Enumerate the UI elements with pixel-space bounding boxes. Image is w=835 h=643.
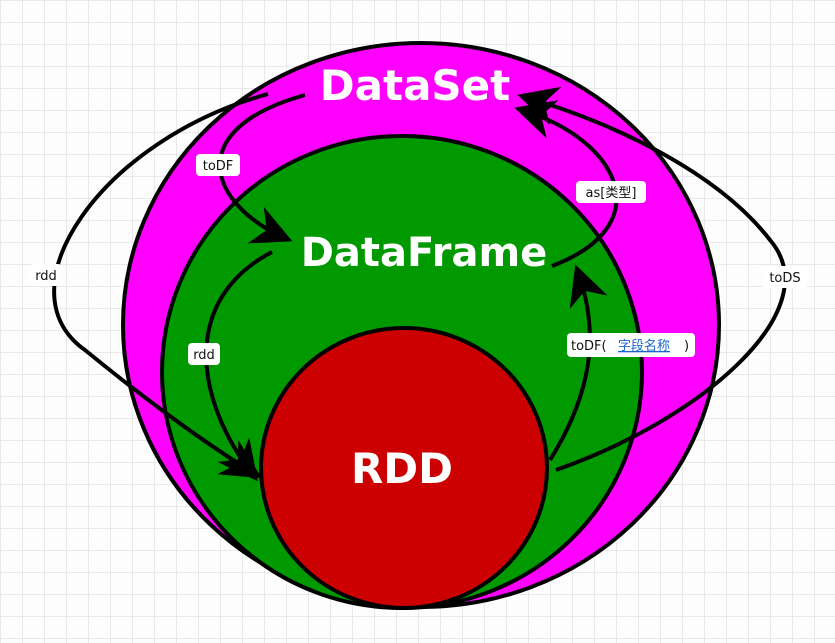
edge-label-rdd-to-dataframe-prefix: toDF( — [571, 339, 607, 354]
edge-rdd-to-dataset — [517, 86, 787, 472]
edge-label-rdd-to-dataframe-link[interactable]: 字段名称 — [618, 338, 670, 354]
dataset-title: DataSet — [320, 61, 510, 110]
edge-dataset-to-rdd — [52, 92, 269, 479]
edge-label-rdd-to-dataframe: toDF( 字段名称 ) — [567, 333, 695, 357]
rdd-title: RDD — [351, 444, 453, 493]
edge-label-dataframe-to-dataset: as[类型] — [576, 181, 646, 203]
edge-label-rdd-to-dataset-text: toDS — [769, 271, 800, 286]
dataframe-title: DataFrame — [301, 230, 548, 276]
edge-label-rdd-to-dataset: toDS — [762, 266, 808, 288]
edge-label-dataset-to-dataframe-text: toDF — [203, 159, 234, 174]
edge-label-dataframe-to-dataset-text: as[类型] — [586, 186, 637, 201]
edge-label-rdd-to-dataframe-suffix: ) — [684, 339, 689, 354]
edge-label-dataset-to-rdd-text: rdd — [35, 269, 57, 284]
edge-label-dataset-to-rdd: rdd — [30, 264, 62, 286]
edge-label-dataset-to-dataframe: toDF — [196, 154, 240, 176]
edge-label-dataframe-to-rdd: rdd — [188, 343, 220, 365]
edge-label-dataframe-to-rdd-text: rdd — [193, 348, 215, 363]
